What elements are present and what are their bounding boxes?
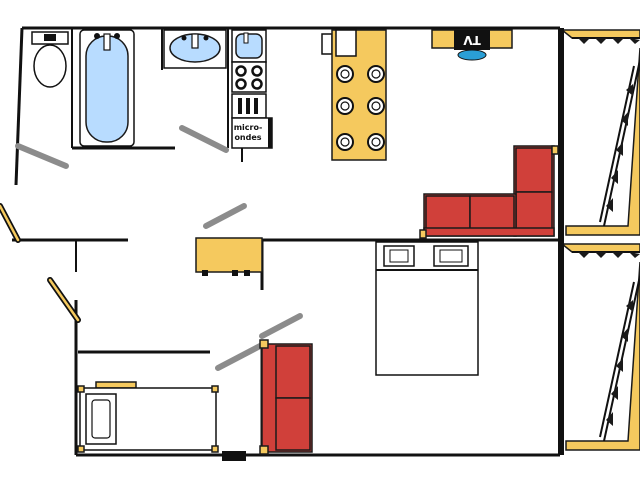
- door-icon: [179, 125, 229, 153]
- microwave-label-line1: micro-: [234, 123, 263, 132]
- door-icon: [0, 203, 81, 323]
- kitchen-sink-icon: [231, 29, 267, 63]
- door-icon: [259, 313, 303, 339]
- door-icon: [15, 143, 69, 169]
- single-bed-icon: [77, 381, 219, 453]
- tv-unit: TV: [431, 29, 513, 61]
- balcony-top: [559, 28, 640, 236]
- stove-icon: [231, 61, 267, 93]
- microwave-label-line2: ondes: [234, 133, 261, 142]
- door-icon: [203, 203, 247, 229]
- balcony-bottom: [559, 243, 640, 451]
- desk-icon: [195, 237, 263, 276]
- bathtub-icon: [79, 29, 135, 147]
- chair-icon: [336, 65, 385, 151]
- double-bed-icon: [375, 241, 479, 376]
- microwave-icon: micro- ondes: [231, 117, 273, 149]
- tv-icon: TV: [463, 33, 481, 47]
- fridge-icon: [231, 93, 267, 119]
- toilet-icon: [31, 31, 69, 88]
- radiator-icon: [222, 451, 246, 461]
- tv-label: TV: [463, 33, 481, 47]
- door-icon: [215, 343, 263, 371]
- doors: [0, 125, 303, 371]
- sink-icon: [163, 29, 227, 69]
- sofa-icon: [419, 145, 559, 239]
- sofa-icon: [259, 339, 313, 455]
- dining-table-icon: [321, 29, 387, 161]
